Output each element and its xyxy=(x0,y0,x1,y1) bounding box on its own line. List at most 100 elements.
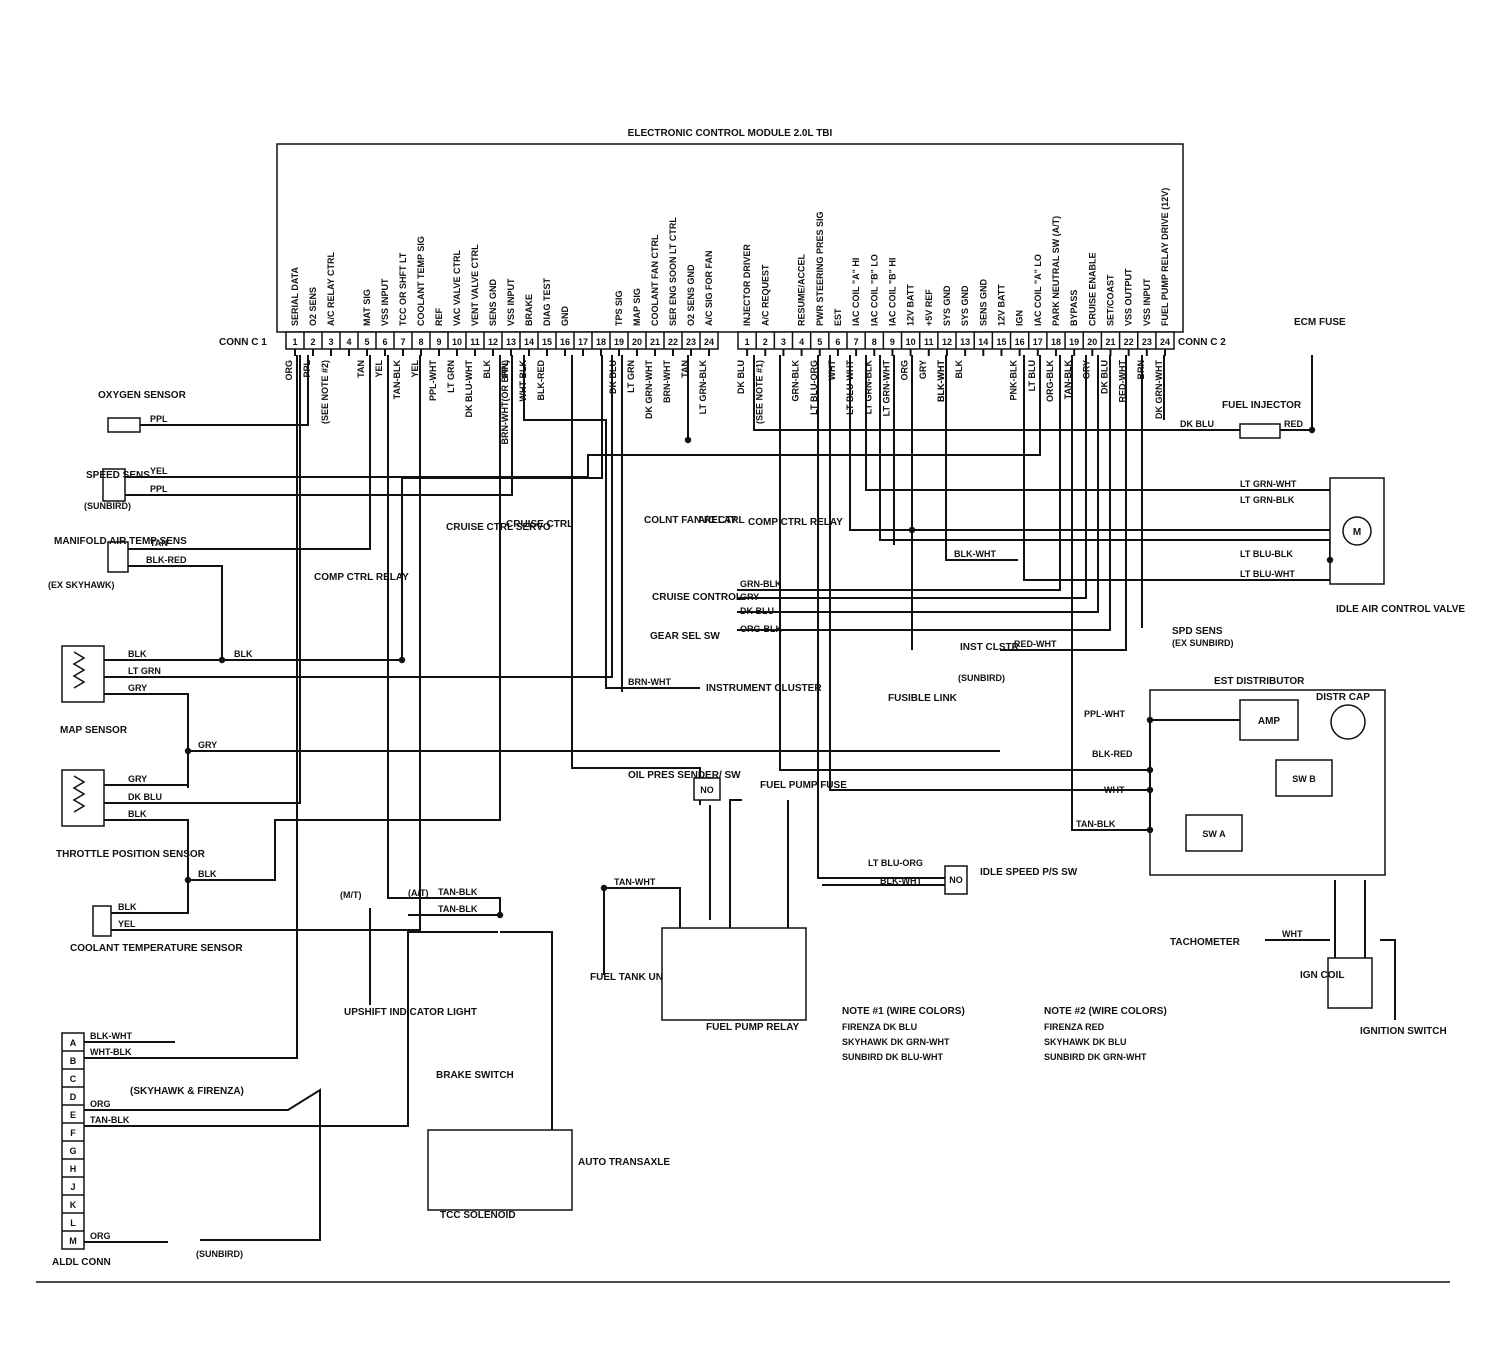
inst-clstr: INST CLSTR xyxy=(960,642,1020,653)
svg-text:PPL: PPL xyxy=(150,484,168,494)
comp-ctrl-relay-1: COMP CTRL RELAY xyxy=(314,572,409,583)
wire-color-label: BLK xyxy=(482,360,492,379)
svg-text:BLK: BLK xyxy=(128,649,147,659)
pin-number: 3 xyxy=(781,337,786,347)
aldl-pin-letter: E xyxy=(70,1110,76,1120)
wiring-lines xyxy=(78,355,1396,1243)
cruise-ctrl: CRUISE CTRL xyxy=(506,519,573,530)
wire-color-label: PNK-BLK xyxy=(1009,360,1019,401)
idle-air-control-valve: M IDLE AIR CONTROL VALVE xyxy=(1329,477,1465,615)
pin-function-label: COOLANT TEMP SIG xyxy=(416,236,426,326)
distr-cap: DISTR CAP xyxy=(1316,692,1370,740)
svg-text:ALDL CONN: ALDL CONN xyxy=(52,1257,111,1268)
svg-text:YEL: YEL xyxy=(150,466,168,476)
pin-function-label: VSS INPUT xyxy=(380,278,390,326)
pin-number: 16 xyxy=(560,337,570,347)
pin-number: 2 xyxy=(310,337,315,347)
pin-number: 24 xyxy=(1160,337,1170,347)
pin-number: 11 xyxy=(470,337,480,347)
svg-text:BLK-RED: BLK-RED xyxy=(1092,749,1133,759)
junction-dot xyxy=(184,876,192,884)
pin-number: 17 xyxy=(578,337,588,347)
pin-number: 22 xyxy=(1124,337,1134,347)
svg-text:(EX SKYHAWK): (EX SKYHAWK) xyxy=(48,580,115,590)
wire-color-label: PPL-WHT xyxy=(428,360,438,401)
aldl-pin-letter: J xyxy=(70,1182,75,1192)
fuel-pump-relay: FUEL PUMP RELAY xyxy=(661,927,807,1033)
connector-wire-drops xyxy=(294,349,1166,356)
fuel-tank-unit: FUEL TANK UNIT xyxy=(590,972,672,983)
wire-color-label: BLK xyxy=(954,360,964,379)
pin-number: 8 xyxy=(418,337,423,347)
junction-dot xyxy=(1146,716,1154,724)
aldl-pin-letter: H xyxy=(70,1164,77,1174)
svg-text:BLK: BLK xyxy=(234,649,253,659)
pin-function-label: BRAKE xyxy=(524,294,534,326)
pin-function-label: MAT SIG xyxy=(362,289,372,326)
mt-label: (M/T) xyxy=(340,890,362,900)
pin-number: 6 xyxy=(382,337,387,347)
junction-dot xyxy=(684,436,692,444)
pin-function-label: VSS INPUT xyxy=(1142,278,1152,326)
pin-function-label: A/C REQUEST xyxy=(760,264,770,326)
svg-text:WHT-BLK: WHT-BLK xyxy=(90,1047,132,1057)
pin-number: 1 xyxy=(292,337,297,347)
est-distributor: EST DISTRIBUTOR xyxy=(1214,676,1305,687)
map-sensor: MAP SENSOR xyxy=(60,645,128,736)
svg-text:DK BLU: DK BLU xyxy=(128,792,162,802)
wire-color-label: YEL xyxy=(410,360,420,378)
wire-color-label: DK GRN-WHT xyxy=(644,360,654,419)
pin-number: 10 xyxy=(906,337,916,347)
svg-text:GRY: GRY xyxy=(198,740,217,750)
svg-text:SW B: SW B xyxy=(1292,774,1316,784)
conn-c2-label: CONN C 2 xyxy=(1178,337,1226,348)
pin-function-label: VAC VALVE CTRL xyxy=(452,249,462,326)
pin-number: 3 xyxy=(328,337,333,347)
svg-text:TAN: TAN xyxy=(150,538,168,548)
wire-color-label: LT GRN xyxy=(446,360,456,393)
svg-text:ORG: ORG xyxy=(90,1099,111,1109)
auto-transaxle: AUTO TRANSAXLE xyxy=(427,1129,670,1211)
svg-text:IDLE SPEED P/S SW: IDLE SPEED P/S SW xyxy=(980,867,1078,878)
ecm-fuse: ECM FUSE xyxy=(1294,317,1346,328)
svg-text:FIRENZA RED: FIRENZA RED xyxy=(1044,1022,1105,1032)
pin-function-label: EST xyxy=(833,308,843,326)
junction-dot xyxy=(600,884,608,892)
wire-color-label: BLK-RED xyxy=(536,360,546,401)
junction-dot xyxy=(496,911,504,919)
pin-function-label: SYS GND xyxy=(942,285,952,326)
svg-text:YEL: YEL xyxy=(118,919,136,929)
pin-function-label: A/C SIG FOR FAN xyxy=(704,250,714,326)
conn-c1-label: CONN C 1 xyxy=(219,337,267,348)
wire-color-label: (SEE NOTE #1) xyxy=(754,360,764,424)
pin-number: 7 xyxy=(400,337,405,347)
svg-text:BLK-WHT: BLK-WHT xyxy=(90,1031,132,1041)
pin-function-label: SENS GND xyxy=(488,278,498,326)
pin-function-label: IAC COIL "A" HI xyxy=(851,258,861,326)
junction-dot xyxy=(218,656,226,664)
svg-text:GRY: GRY xyxy=(128,683,147,693)
pin-function-label: SET/COAST xyxy=(1105,274,1115,326)
svg-text:THROTTLE POSITION SENSOR: THROTTLE POSITION SENSOR xyxy=(56,849,206,860)
svg-text:DK BLU: DK BLU xyxy=(740,606,774,616)
pin-number: 6 xyxy=(835,337,840,347)
at-label: (A/T) xyxy=(408,888,429,898)
svg-text:SUNBIRD DK GRN-WHT: SUNBIRD DK GRN-WHT xyxy=(1044,1052,1147,1062)
wire-color-label: GRY xyxy=(918,360,928,379)
pin-number: 1 xyxy=(745,337,750,347)
pin-function-label: TCC OR SHFT LT xyxy=(398,252,408,326)
pin-function-label: RESUME/ACCEL xyxy=(797,253,807,326)
sw-b-box: SW B xyxy=(1275,759,1333,797)
speed-sens: SPEED SENS (SUNBIRD) xyxy=(84,468,150,511)
pin-number: 21 xyxy=(1105,337,1115,347)
pin-number: 9 xyxy=(890,337,895,347)
skyhawk-firenza: (SKYHAWK & FIRENZA) xyxy=(130,1086,244,1097)
svg-text:DISTR CAP: DISTR CAP xyxy=(1316,692,1370,703)
junction-dot xyxy=(1326,556,1334,564)
svg-text:LT BLU-WHT: LT BLU-WHT xyxy=(1240,569,1295,579)
